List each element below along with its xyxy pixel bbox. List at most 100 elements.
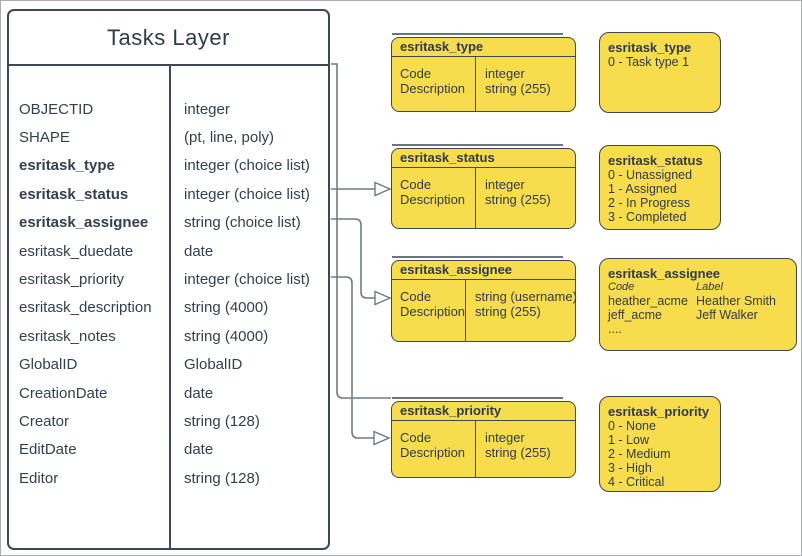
field-row: esritask_duedate date [9, 237, 328, 265]
schema-code-label: Code [400, 66, 432, 81]
field-type: GlobalID [184, 356, 243, 374]
field-name: OBJECTID [19, 100, 94, 118]
schema-desc-type: string (255) [485, 444, 551, 460]
field-name: esritask_description [19, 299, 152, 317]
assignee-label: Heather Smith [696, 294, 776, 308]
field-name: Editor [19, 469, 59, 487]
field-row: CreationDate date [9, 379, 328, 407]
column-divider [169, 66, 171, 548]
schema-box-title: esritask_assignee [392, 261, 575, 280]
legend-box-esritask-type: esritask_type 0 - Task type 1 [599, 32, 721, 113]
field-name: esritask_type [19, 157, 115, 175]
schema-code-type: integer [485, 66, 525, 81]
schema-desc-type: string (255) [485, 80, 551, 96]
legend-title: esritask_status [608, 153, 703, 168]
legend-title: esritask_priority [608, 404, 710, 419]
schema-code-type: string (username) [475, 289, 577, 304]
arrowhead-priority-icon [373, 430, 391, 446]
field-name: Creator [19, 412, 70, 430]
legend-title: esritask_assignee [608, 266, 721, 281]
schema-desc-label: Description [400, 191, 466, 207]
assignee-code: heather_acme [608, 294, 688, 308]
tasks-layer-fields: OBJECTID integer SHAPE (pt, line, poly) es… [9, 95, 328, 492]
field-row: SHAPE (pt, line, poly) [9, 123, 328, 151]
field-row: OBJECTID integer [9, 95, 328, 123]
field-type: integer (choice list) [184, 271, 310, 289]
field-row: esritask_description string (4000) [9, 294, 328, 322]
field-row: GlobalID GlobalID [9, 351, 328, 379]
legend-item: 3 - Completed [608, 210, 687, 224]
legend-item: 1 - Assigned [608, 182, 677, 196]
field-type: string (4000) [184, 327, 269, 345]
field-row: EditDate date [9, 436, 328, 464]
schema-box-title: esritask_status [392, 149, 575, 168]
schema-code-label: Code [400, 430, 432, 445]
field-name: esritask_notes [19, 327, 116, 345]
tasks-layer-table: Tasks Layer OBJECTID integer SHAPE (pt, li… [7, 9, 330, 550]
field-name: esritask_assignee [19, 214, 149, 232]
field-row: esritask_assignee string (choice list) [9, 209, 328, 237]
connector-priority [331, 276, 374, 439]
field-type: integer [184, 100, 230, 118]
legend-item: 1 - Low [608, 433, 649, 447]
assignee-label: Jeff Walker [696, 308, 758, 322]
field-row: Editor string (128) [9, 464, 328, 492]
legend-item: 2 - Medium [608, 447, 671, 461]
schema-box-esritask-assignee: esritask_assignee Code Description strin… [391, 260, 577, 342]
assignee-code: jeff_acme [608, 308, 662, 322]
field-name: GlobalID [19, 356, 78, 374]
field-name: SHAPE [19, 129, 70, 147]
field-name: esritask_duedate [19, 242, 134, 260]
legend-item: 0 - Task type 1 [608, 55, 690, 69]
legend-box-esritask-priority: esritask_priority 0 - None 1 - Low 2 - M… [599, 396, 721, 492]
schema-box-esritask-type: esritask_type Code Description integer s… [391, 37, 576, 112]
legend-pair-row: heather_acme Heather Smith [608, 294, 788, 308]
schema-desc-type: string (255) [475, 303, 541, 319]
field-row: Creator string (128) [9, 407, 328, 435]
field-type: string (128) [184, 469, 260, 487]
field-name: esritask_priority [19, 271, 125, 289]
schema-box-title: esritask_type [392, 38, 575, 57]
legend-box-esritask-assignee: esritask_assignee Code Label heather_acm… [599, 258, 797, 351]
legend-ellipsis: .... [608, 322, 622, 336]
field-row: esritask_priority integer (choice list) [9, 265, 328, 293]
field-type: date [184, 242, 214, 260]
legend-code-header: Code [608, 281, 635, 293]
legend-item: 3 - High [608, 461, 652, 475]
field-type: date [184, 441, 214, 459]
schema-code-label: Code [400, 289, 432, 304]
field-row: esritask_status integer (choice list) [9, 180, 328, 208]
field-type: string (choice list) [184, 214, 301, 232]
field-name: esritask_status [19, 185, 129, 203]
schema-desc-label: Description [400, 303, 466, 319]
schema-box-esritask-status: esritask_status Code Description integer… [391, 148, 576, 229]
field-type: string (4000) [184, 299, 269, 317]
arrowhead-status-icon [374, 181, 392, 197]
tasks-layer-title: Tasks Layer [9, 11, 328, 66]
legend-title: esritask_type [608, 40, 692, 55]
schema-box-title: esritask_priority [392, 402, 575, 421]
legend-box-esritask-status: esritask_status 0 - Unassigned 1 - Assig… [599, 145, 721, 230]
schema-desc-label: Description [400, 80, 466, 96]
schema-code-type: integer [485, 430, 525, 445]
legend-item: 4 - Critical [608, 475, 665, 489]
legend-label-header: Label [696, 281, 723, 293]
schema-desc-type: string (255) [485, 191, 551, 207]
legend-pair-row: jeff_acme Jeff Walker [608, 308, 788, 322]
field-name: CreationDate [19, 384, 108, 402]
schema-desc-label: Description [400, 444, 466, 460]
legend-item: 0 - None [608, 419, 656, 433]
legend-item: 2 - In Progress [608, 196, 690, 210]
field-type: string (128) [184, 412, 260, 430]
connector-routed [331, 63, 391, 399]
schema-box-esritask-priority: esritask_priority Code Description integ… [391, 401, 576, 478]
field-type: integer (choice list) [184, 185, 310, 203]
field-type: (pt, line, poly) [184, 129, 275, 147]
field-type: date [184, 384, 214, 402]
connector-assignee [331, 218, 375, 299]
legend-item: 0 - Unassigned [608, 168, 693, 182]
schema-code-type: integer [485, 177, 525, 192]
field-name: EditDate [19, 441, 77, 459]
